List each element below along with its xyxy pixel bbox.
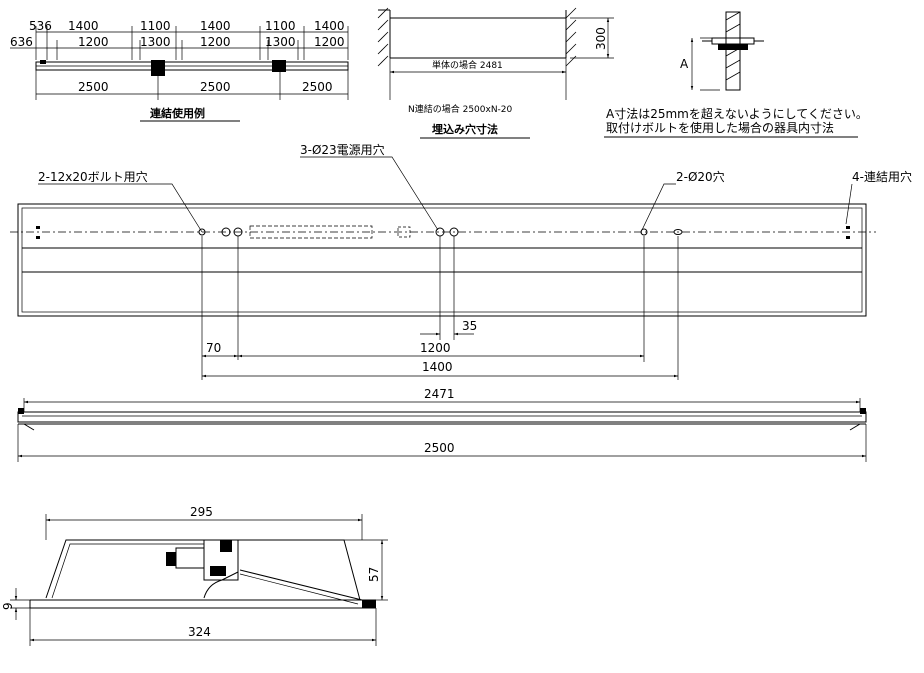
dim-mid-4: 1200 (200, 35, 231, 49)
cutout-diagram: 300 単体の場合 2481 N連結の場合 2500xN-20 埋込み穴寸法 (377, 7, 614, 139)
dim-mid-5: 1300 (265, 35, 296, 49)
dim-bottom-1: 2500 (78, 80, 109, 94)
note-line1: A寸法は25mmを超えないようにしてください。 (606, 106, 868, 121)
dim-mid-1: 636 (10, 35, 33, 49)
dim-324: 324 (188, 625, 211, 639)
cutout-n-label: N連結の場合 2500xN-20 (408, 103, 513, 115)
cutout-single-label: 単体の場合 2481 (432, 59, 503, 71)
dim-mid-2: 1200 (78, 35, 109, 49)
dim-1200: 1200 (420, 341, 451, 355)
dim-70: 70 (206, 341, 221, 355)
top-view: 2-12x20ボルト用穴 3-Ø23電源用穴 2-Ø20穴 4-連結用穴 (10, 142, 912, 380)
dim-top-2: 1400 (68, 19, 99, 33)
dim-a-letter: A (680, 57, 689, 71)
dim-top-4: 1400 (200, 19, 231, 33)
bolt-detail: A A寸法は25mmを超えないようにしてください。 取付けボルトを使用した場合の… (604, 11, 868, 138)
section-view: 295 57 9 324 (1, 505, 388, 646)
dim-top-1: 536 (29, 19, 52, 33)
connection-caption: 連結使用例 (150, 106, 205, 120)
callout-link-holes: 4-連結用穴 (852, 169, 912, 184)
dim-35: 35 (462, 319, 477, 333)
dim-9: 9 (1, 602, 15, 610)
callout-power-holes: 3-Ø23電源用穴 (300, 142, 385, 157)
dim-295: 295 (190, 505, 213, 519)
dim-bottom-2: 2500 (200, 80, 231, 94)
connection-example: 536 1400 1100 1400 1100 1400 636 1200 13… (10, 19, 349, 122)
callout-20-holes: 2-Ø20穴 (676, 169, 725, 184)
dim-top-5: 1100 (265, 19, 296, 33)
dim-1400: 1400 (422, 360, 453, 374)
side-view: 2471 2500 (17, 387, 867, 462)
dim-top-6: 1400 (314, 19, 345, 33)
cutout-caption: 埋込み穴寸法 (432, 122, 498, 136)
cutout-height: 300 (594, 27, 608, 50)
dim-top-3: 1100 (140, 19, 171, 33)
dim-mid-3: 1300 (140, 35, 171, 49)
dim-2500: 2500 (424, 441, 455, 455)
dim-mid-6: 1200 (314, 35, 345, 49)
dim-57: 57 (367, 567, 381, 582)
callout-bolt-holes: 2-12x20ボルト用穴 (38, 169, 148, 184)
dim-bottom-3: 2500 (302, 80, 333, 94)
note-line2: 取付けボルトを使用した場合の器具内寸法 (606, 120, 834, 135)
dim-2471: 2471 (424, 387, 455, 401)
